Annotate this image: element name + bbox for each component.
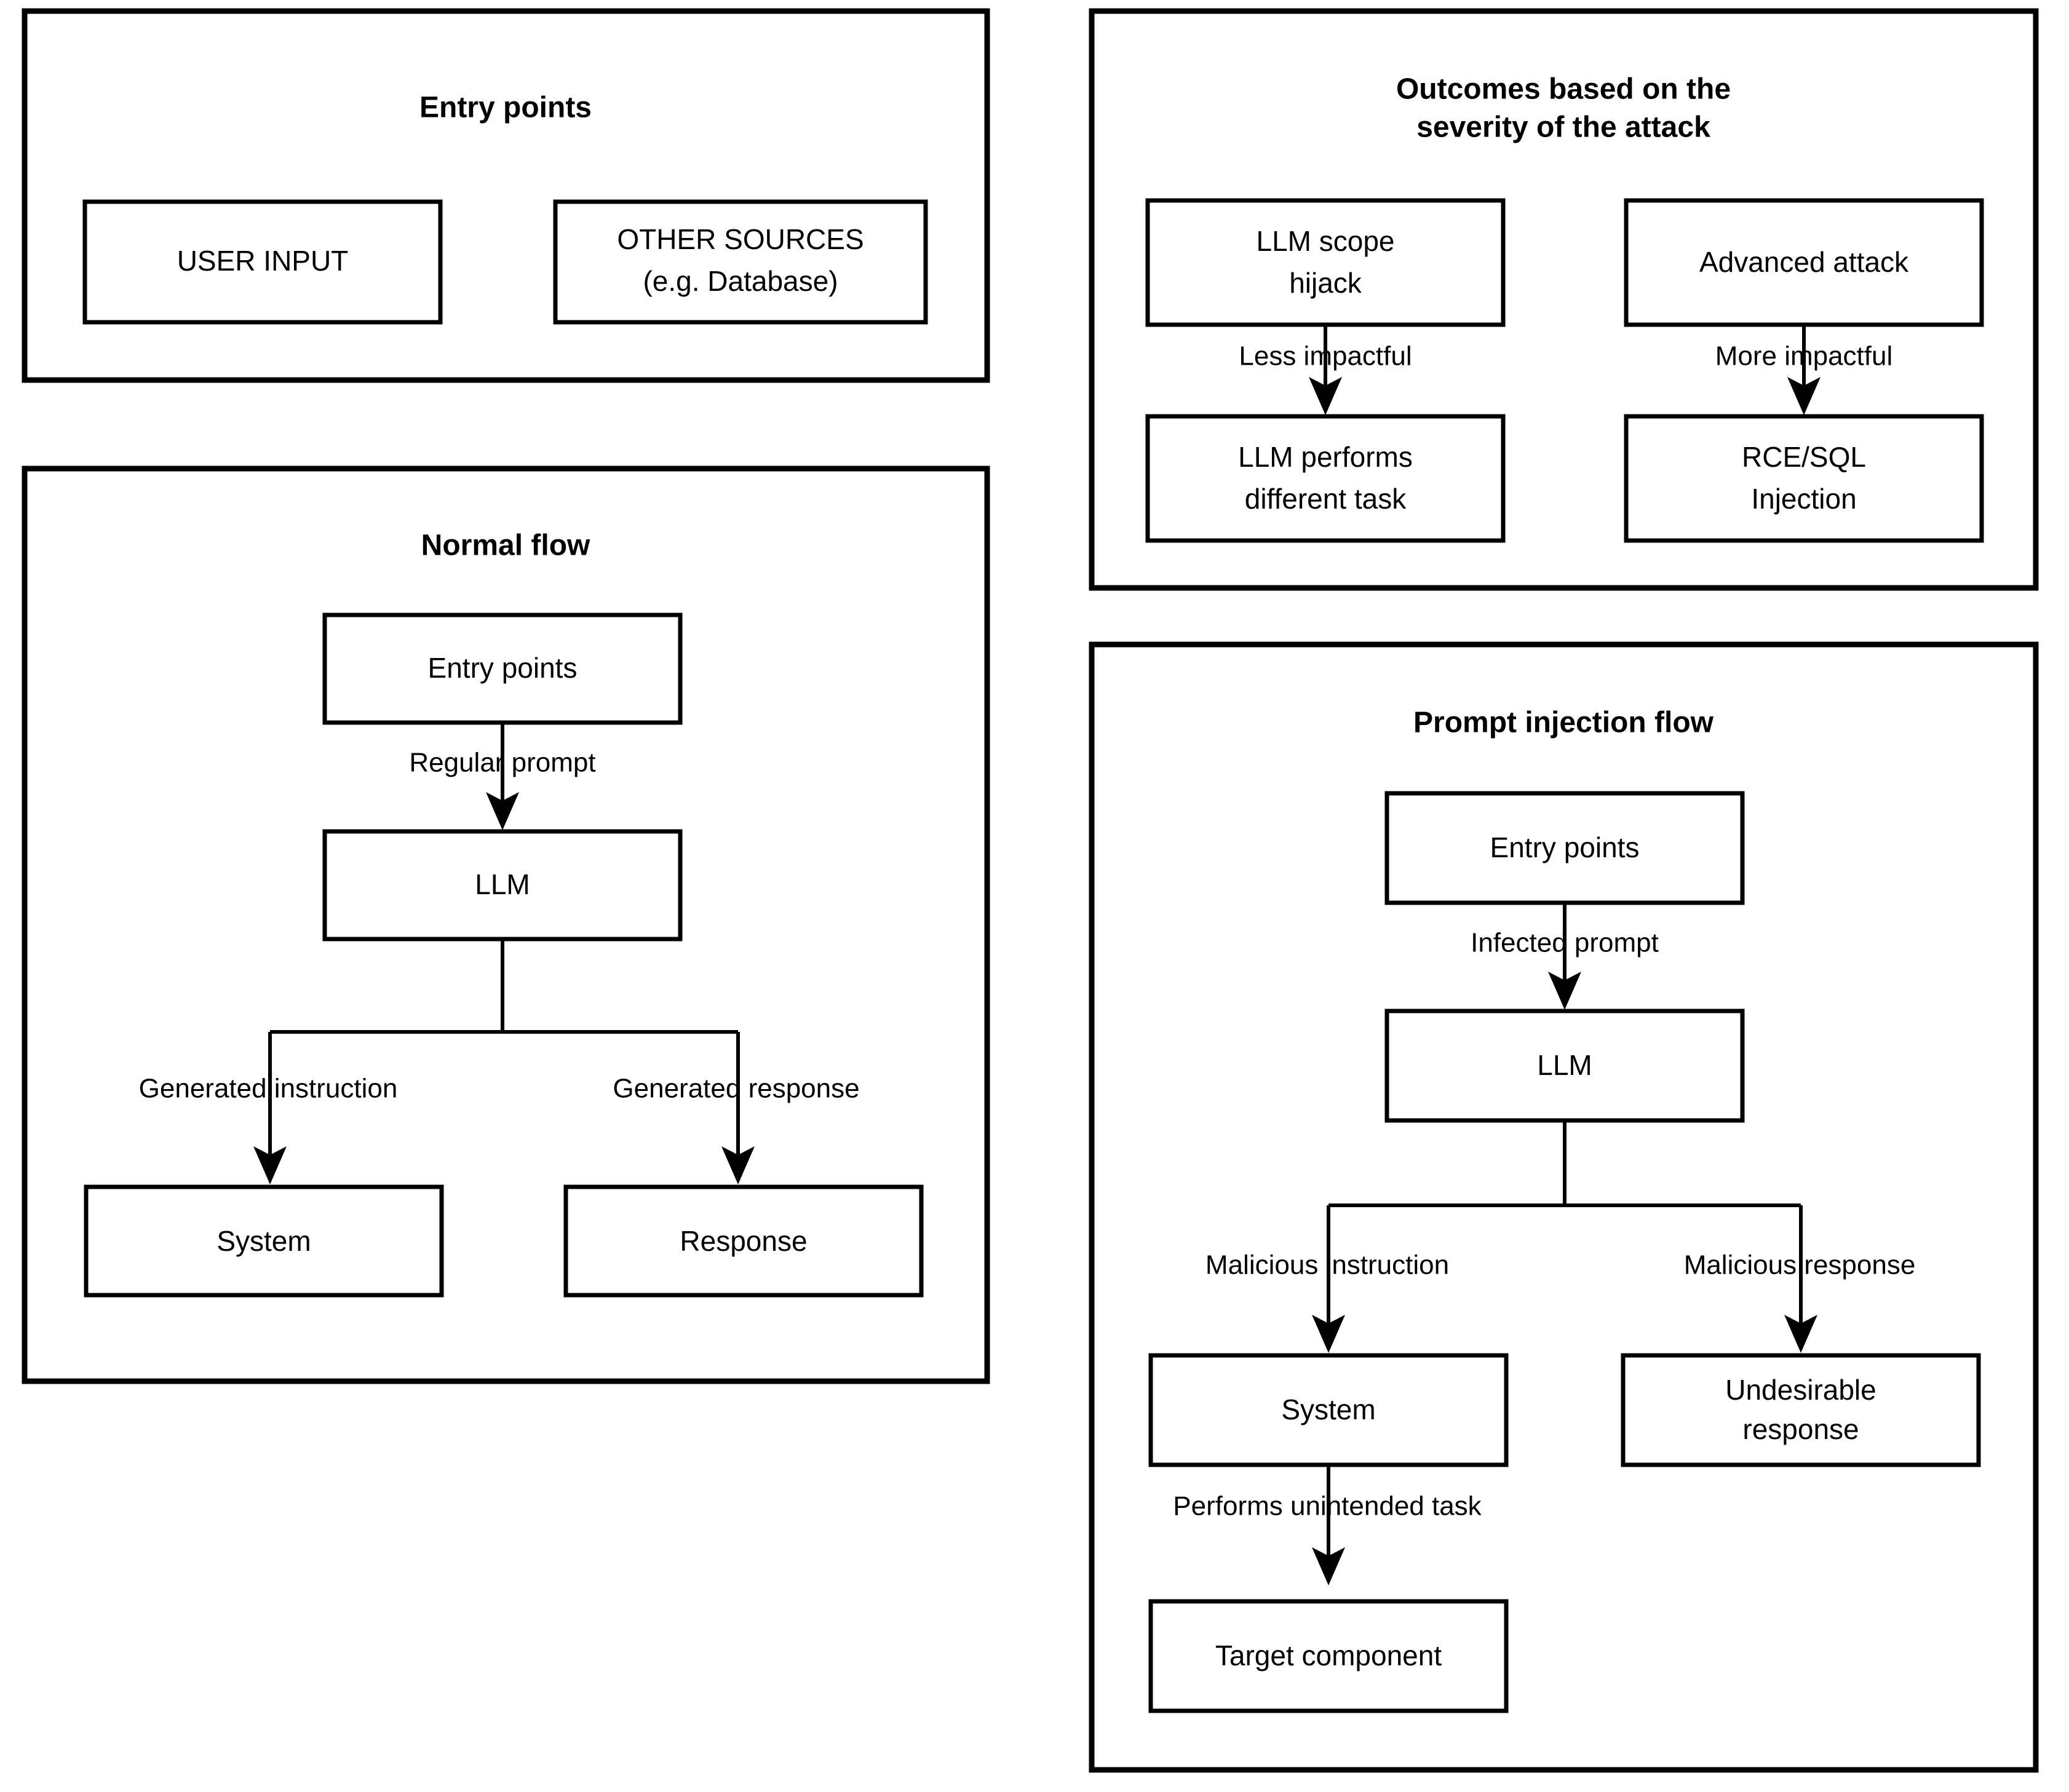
node-user-input-label: USER INPUT xyxy=(177,245,349,277)
edge-label-more-impactful: More impactful xyxy=(1715,341,1893,371)
edge-label-less-impactful: Less impactful xyxy=(1239,341,1412,371)
arrowhead-nf-entry-to-llm xyxy=(486,792,519,830)
node-pi-llm-label: LLM xyxy=(1537,1049,1592,1081)
node-pi-system-label: System xyxy=(1281,1394,1375,1425)
panel-entry-points-title: Entry points xyxy=(419,92,592,124)
arrowhead-pi-llm-to-undesirable xyxy=(1784,1315,1817,1353)
node-other-sources-label-line2: (e.g. Database) xyxy=(643,265,838,297)
arrowhead-nf-llm-to-system xyxy=(253,1146,287,1184)
panel-outcomes-title-line1: Outcomes based on the xyxy=(1396,73,1731,106)
arrowhead-pi-entry-to-llm xyxy=(1548,972,1581,1010)
node-nf-system-label: System xyxy=(216,1225,311,1257)
edge-label-pi-infected-prompt: Infected prompt xyxy=(1471,928,1659,958)
node-llm-scope-hijack-box[interactable] xyxy=(1145,198,1506,327)
node-other-sources-box[interactable] xyxy=(553,199,928,325)
node-llm-performs-different-task-box[interactable] xyxy=(1145,414,1506,543)
node-nf-response-box[interactable] xyxy=(563,1184,924,1298)
edge-label-pi-performs-unintended-task: Performs unintended task xyxy=(1173,1491,1482,1521)
node-pi-undesirable-response-label-line2: response xyxy=(1742,1413,1859,1445)
panel-outcomes: Outcomes based on the severity of the at… xyxy=(1089,8,2039,591)
panel-entry-points: Entry points USER INPUT OTHER SOURCES (e… xyxy=(22,8,990,383)
node-pi-undesirable-response-box[interactable] xyxy=(1621,1353,1981,1467)
edge-label-nf-generated-response: Generated response xyxy=(613,1074,859,1104)
node-nf-system-box[interactable] xyxy=(84,1184,444,1298)
arrowhead-pi-llm-to-system xyxy=(1312,1315,1345,1353)
node-advanced-attack-label: Advanced attack xyxy=(1699,246,1909,278)
arrowhead-nf-llm-to-response xyxy=(721,1146,755,1184)
node-nf-llm-box[interactable] xyxy=(322,829,683,942)
node-rce-sql-label-line1: RCE/SQL xyxy=(1742,441,1866,473)
panel-normal-flow: Normal flow Entry points Regular prompt … xyxy=(22,466,990,1384)
node-pi-undesirable-response-label-line1: Undesirable xyxy=(1725,1374,1876,1406)
panel-prompt-injection-flow: Prompt injection flow Entry points Infec… xyxy=(1089,641,2039,1773)
node-pi-target-component-box[interactable] xyxy=(1148,1599,1509,1713)
node-llm-performs-label-line1: LLM performs xyxy=(1238,441,1413,473)
node-other-sources-label-line1: OTHER SOURCES xyxy=(617,223,864,255)
node-user-input-box[interactable] xyxy=(82,199,443,325)
panel-outcomes-title-line2: severity of the attack xyxy=(1416,111,1710,144)
node-llm-scope-hijack-label-line1: LLM scope xyxy=(1256,225,1394,257)
edge-label-pi-malicious-response: Malicious response xyxy=(1684,1250,1916,1280)
arrowhead-hijack-to-task xyxy=(1309,377,1342,415)
edge-label-nf-regular-prompt: Regular prompt xyxy=(409,748,595,778)
node-pi-entry-points-box[interactable] xyxy=(1384,791,1745,905)
arrowhead-pi-system-to-target xyxy=(1312,1547,1345,1585)
node-pi-system-box[interactable] xyxy=(1148,1353,1509,1467)
node-pi-entry-points-label: Entry points xyxy=(1490,831,1640,863)
panel-normal-flow-title: Normal flow xyxy=(421,529,590,562)
node-nf-entry-points-label: Entry points xyxy=(428,652,578,684)
node-llm-performs-label-line2: different task xyxy=(1245,483,1407,515)
node-llm-scope-hijack-label-line2: hijack xyxy=(1289,267,1362,299)
edge-label-pi-malicious-instruction: Malicious instruction xyxy=(1205,1250,1449,1280)
panel-prompt-injection-flow-title: Prompt injection flow xyxy=(1413,707,1714,739)
node-pi-llm-box[interactable] xyxy=(1384,1009,1745,1123)
panel-entry-points-border xyxy=(22,8,990,383)
node-nf-llm-label: LLM xyxy=(475,868,530,900)
edge-label-nf-generated-instruction: Generated instruction xyxy=(139,1074,398,1104)
node-nf-response-label: Response xyxy=(680,1225,807,1257)
node-rce-sql-label-line2: Injection xyxy=(1751,483,1856,515)
arrowhead-advanced-to-rce xyxy=(1787,377,1821,415)
node-rce-sql-injection-box[interactable] xyxy=(1624,414,1984,543)
node-pi-target-component-label: Target component xyxy=(1215,1639,1442,1671)
